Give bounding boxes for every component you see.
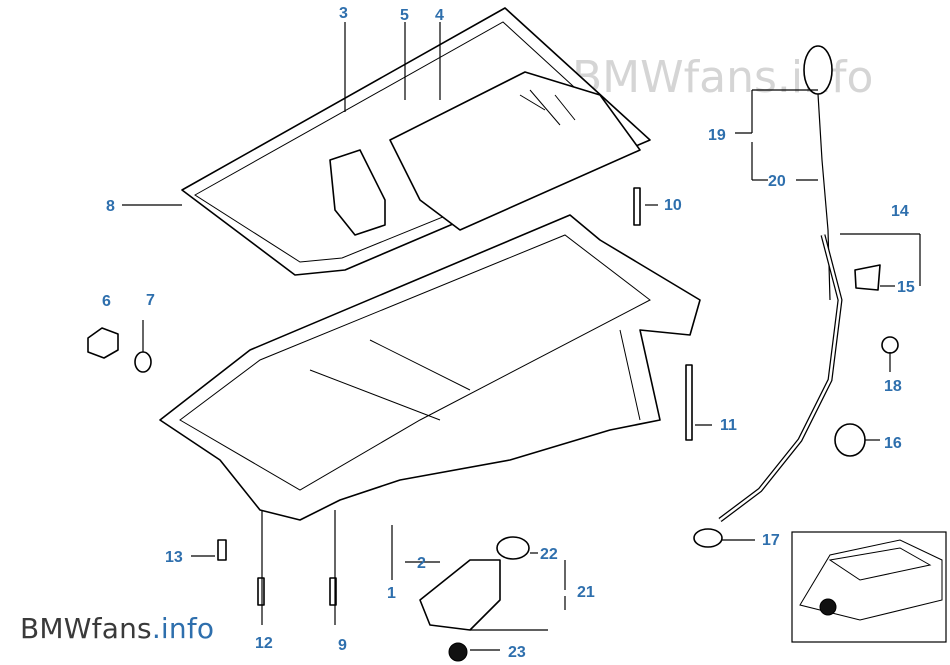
brand-main: BMWfans xyxy=(20,612,152,645)
callout-22: 22 xyxy=(540,546,558,563)
screw-12 xyxy=(257,577,265,606)
clip-15 xyxy=(854,264,881,291)
dipstick-assembly xyxy=(718,45,843,522)
callout-15: 15 xyxy=(897,279,915,296)
callout-6: 6 xyxy=(102,293,111,310)
callout-11: 11 xyxy=(720,417,737,434)
callout-7: 7 xyxy=(146,292,155,309)
oil-pan xyxy=(159,214,701,521)
callout-labels: 3 5 4 19 20 8 10 14 15 6 7 18 11 16 17 1… xyxy=(102,5,915,661)
callout-17: 17 xyxy=(762,532,780,549)
screw-11 xyxy=(685,364,693,441)
callout-2: 2 xyxy=(417,555,426,572)
suction-bracket xyxy=(329,149,386,236)
screw-18 xyxy=(881,336,899,354)
vehicle-location-inset xyxy=(791,531,947,643)
brand-logo: BMWfans.info xyxy=(20,612,214,645)
callout-16: 16 xyxy=(884,435,902,452)
callout-3: 3 xyxy=(339,5,348,22)
callout-18: 18 xyxy=(884,378,902,395)
grommet-16 xyxy=(834,423,866,457)
callout-10: 10 xyxy=(664,197,682,214)
callout-21: 21 xyxy=(577,584,595,601)
callout-20: 20 xyxy=(768,173,786,190)
callout-9: 9 xyxy=(338,637,347,654)
callout-5: 5 xyxy=(400,7,409,24)
leader-lines xyxy=(122,22,921,651)
callout-14: 14 xyxy=(891,203,909,220)
baffle-plate xyxy=(389,71,641,231)
oil-level-sensor xyxy=(419,536,530,662)
callout-1: 1 xyxy=(387,585,396,602)
callout-8: 8 xyxy=(106,198,115,215)
screw-10 xyxy=(633,187,641,226)
callout-13: 13 xyxy=(165,549,183,566)
brand-suffix: .info xyxy=(151,612,215,645)
o-ring-17 xyxy=(693,528,723,548)
callout-4: 4 xyxy=(435,7,444,24)
callout-19: 19 xyxy=(708,127,726,144)
drain-plug xyxy=(87,327,152,373)
callout-23: 23 xyxy=(508,644,526,661)
screw-13 xyxy=(217,539,227,561)
callout-12: 12 xyxy=(255,635,273,652)
